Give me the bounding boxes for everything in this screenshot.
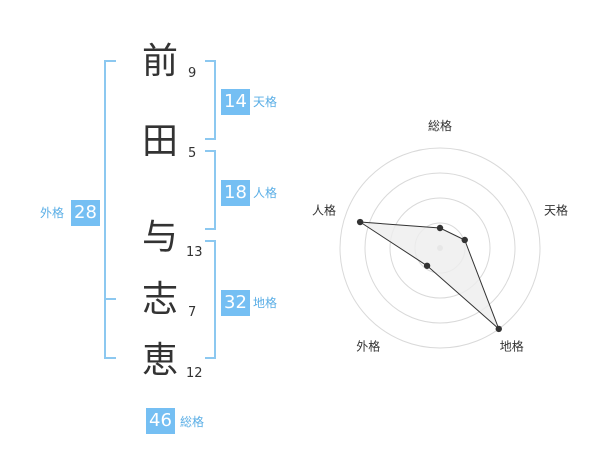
stroke-count-4: 7 [188, 305, 197, 320]
radar-point [436, 224, 444, 232]
kanji-5: 恵 [141, 340, 178, 381]
radar-axis-label: 地格 [500, 339, 524, 354]
chikaku-label: 地格 [253, 296, 278, 310]
radar-ring [339, 147, 541, 349]
radar-point [356, 218, 364, 226]
chikaku-bracket [205, 240, 216, 359]
radar-axis-label: 総格 [428, 118, 452, 133]
gaikaku-badge: 28 [71, 200, 100, 226]
soukaku-label: 総格 [180, 415, 205, 429]
radar-axis-label: 外格 [356, 339, 380, 354]
radar-point [423, 262, 431, 269]
radar-polygon [359, 221, 500, 330]
radar-axis-label: 天格 [544, 202, 568, 217]
stroke-count-3: 13 [186, 245, 203, 260]
radar-point [495, 325, 502, 333]
tenkaku-label: 天格 [253, 95, 278, 109]
gaikaku-label: 外格 [40, 206, 65, 220]
radar-axis-label: 人格 [312, 202, 336, 217]
tenkaku-badge: 14 [221, 89, 250, 115]
tenkaku-bracket [205, 60, 216, 140]
stroke-count-5: 12 [186, 366, 203, 381]
gaikaku-bracket-tick [104, 298, 116, 300]
jinkaku-bracket [205, 150, 216, 230]
soukaku-badge: 46 [146, 408, 175, 434]
radar-ring [389, 197, 491, 299]
kanji-1: 前 [141, 41, 178, 82]
kanji-2: 田 [141, 121, 178, 162]
stroke-count-1: 9 [188, 66, 197, 81]
radar-point [461, 236, 468, 244]
radar-ring [364, 172, 516, 324]
gaikaku-bracket [104, 60, 116, 359]
chikaku-badge: 32 [221, 290, 250, 316]
jinkaku-badge: 18 [221, 180, 250, 206]
kanji-3: 与 [141, 217, 178, 258]
kanji-4: 志 [141, 279, 178, 320]
jinkaku-label: 人格 [253, 186, 278, 200]
stroke-count-2: 5 [188, 146, 197, 161]
